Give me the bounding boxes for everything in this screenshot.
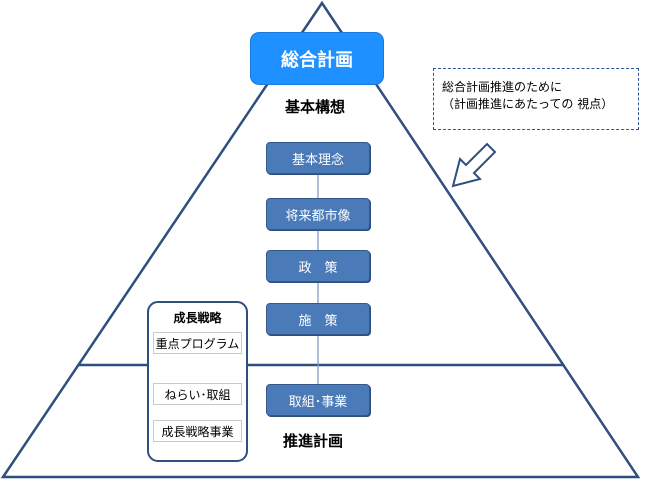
policy-node: 政 策 xyxy=(266,250,370,282)
growth-strategy-panel: 成長戦略 重点プログラム ねらい･取組 成長戦略事業 xyxy=(147,301,248,462)
growth-strategy-item-priority-program: 重点プログラム xyxy=(153,332,242,354)
measures-node: 施 策 xyxy=(266,303,370,335)
note-line-1: 総合計画推進のために xyxy=(442,80,563,94)
comprehensive-plan-box: 総合計画 xyxy=(250,32,384,85)
basic-concept-label: 基本構想 xyxy=(285,98,346,116)
growth-strategy-item-projects: 成長戦略事業 xyxy=(153,420,242,442)
future-city-vision-node: 将来都市像 xyxy=(266,198,370,230)
initiatives-projects-node: 取組･事業 xyxy=(266,384,370,416)
promotion-plan-label: 推進計画 xyxy=(283,432,344,450)
note-line-2: （計画推進にあたっての 視点） xyxy=(442,97,614,111)
perspective-note-box: 総合計画推進のために （計画推進にあたっての 視点） xyxy=(433,68,639,130)
growth-strategy-item-aims-initiatives: ねらい･取組 xyxy=(153,383,242,405)
growth-strategy-title: 成長戦略 xyxy=(173,311,222,325)
basic-philosophy-node: 基本理念 xyxy=(266,142,370,174)
down-left-arrow-icon xyxy=(451,142,497,188)
